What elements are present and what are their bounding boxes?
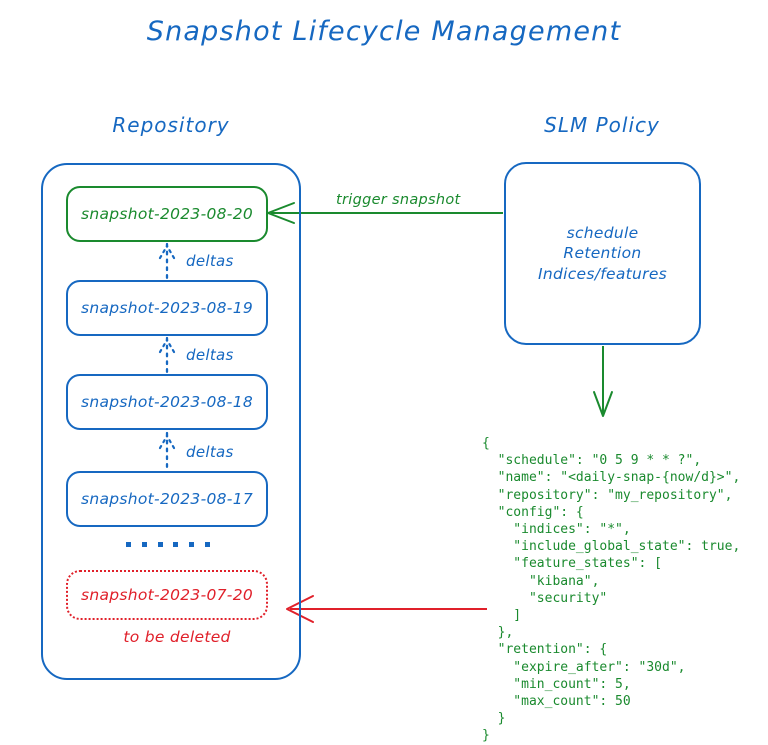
slm-policy-line-schedule: schedule	[566, 223, 639, 242]
slm-policy-line-indices-features: Indices/features	[537, 264, 668, 283]
snapshot-box[interactable]: snapshot-2023-08-17	[66, 471, 268, 527]
snapshot-label: snapshot-2023-08-19	[80, 299, 254, 317]
slm-policy-line-retention: Retention	[563, 244, 642, 263]
slm-policy-box[interactable]: schedule Retention Indices/features	[504, 162, 701, 345]
delta-label: deltas	[186, 252, 234, 270]
ellipsis-dot	[189, 541, 195, 547]
delta-connector-2	[158, 336, 176, 374]
delta-label: deltas	[186, 346, 234, 364]
snapshot-box-current[interactable]: snapshot-2023-08-20	[66, 186, 268, 242]
snapshot-box[interactable]: snapshot-2023-08-18	[66, 374, 268, 430]
repository-heading: Repository	[112, 113, 230, 137]
ellipsis-dot	[126, 541, 131, 547]
to-be-deleted-caption: to be deleted	[123, 628, 231, 646]
snapshot-label: snapshot-2023-08-20	[80, 205, 254, 223]
ellipsis-dot	[141, 541, 147, 547]
snapshot-box-expiring[interactable]: snapshot-2023-07-20	[66, 570, 268, 620]
ellipsis-dots	[126, 540, 210, 548]
snapshot-box[interactable]: snapshot-2023-08-19	[66, 280, 268, 336]
ellipsis-dot	[204, 541, 210, 547]
ellipsis-dot	[157, 541, 163, 547]
repository-container	[41, 163, 301, 680]
snapshot-label: snapshot-2023-07-20	[80, 586, 254, 604]
delta-connector-3	[158, 431, 176, 471]
trigger-snapshot-arrow	[267, 202, 503, 224]
page-title: Snapshot Lifecycle Management	[146, 16, 622, 47]
snapshot-label: snapshot-2023-08-17	[80, 490, 254, 508]
trigger-snapshot-label: trigger snapshot	[336, 192, 461, 208]
retention-deletion-arrow	[286, 595, 487, 623]
snapshot-label: snapshot-2023-08-18	[80, 393, 254, 411]
diagram-canvas	[158, 202, 613, 623]
slm-policy-heading: SLM Policy	[544, 113, 660, 137]
ellipsis-dot	[173, 541, 179, 547]
policy-json-block: { "schedule": "0 5 9 * * ?", "name": "<d…	[482, 436, 741, 744]
delta-label: deltas	[186, 443, 234, 461]
policy-definition-arrow	[593, 346, 613, 417]
delta-connector-1	[158, 242, 176, 280]
